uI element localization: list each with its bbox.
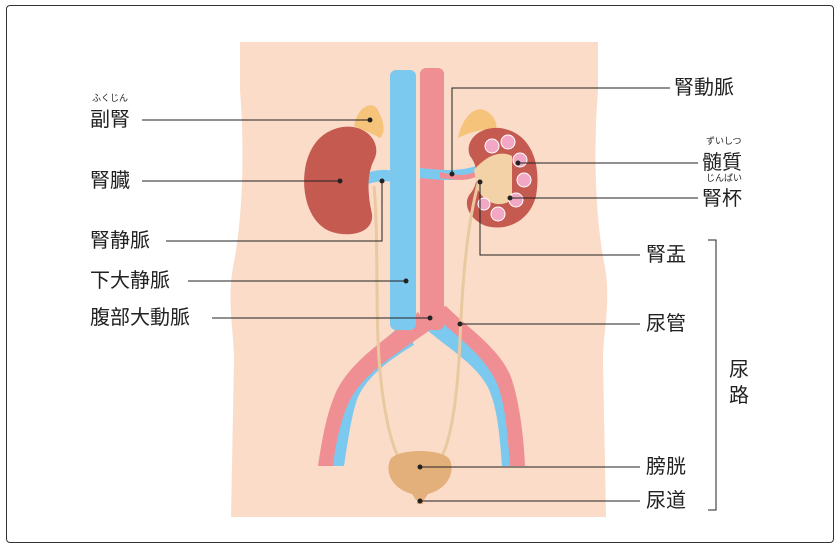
label-calyx: 腎杯	[702, 188, 742, 208]
label-urinary-tract: 尿路	[728, 356, 750, 408]
label-aorta: 腹部大動脈	[90, 307, 190, 327]
torso-silhouette	[230, 42, 607, 517]
label-renal-artery: 腎動脈	[674, 77, 734, 97]
label-pelvis: 腎盂	[646, 244, 686, 264]
label-urethra: 尿道	[646, 490, 686, 510]
urinary-tract-bracket	[708, 240, 716, 510]
urinary-tract-text: 尿路	[728, 356, 750, 408]
calyx-ruby: じんぱい	[706, 175, 742, 184]
label-ivc: 下大静脈	[90, 270, 170, 290]
label-ureter: 尿管	[646, 313, 686, 333]
label-bladder: 膀胱	[646, 456, 686, 476]
label-adrenal: 副腎	[90, 109, 130, 129]
medulla-ruby: ずいしつ	[706, 138, 741, 147]
aorta-shape	[420, 68, 444, 330]
label-renal-vein: 腎静脈	[90, 230, 150, 250]
ivc-shape	[390, 70, 416, 330]
adrenal-ruby: ふくじん	[92, 95, 128, 104]
label-medulla: 髄質	[702, 152, 742, 172]
label-kidney: 腎臓	[90, 170, 130, 190]
